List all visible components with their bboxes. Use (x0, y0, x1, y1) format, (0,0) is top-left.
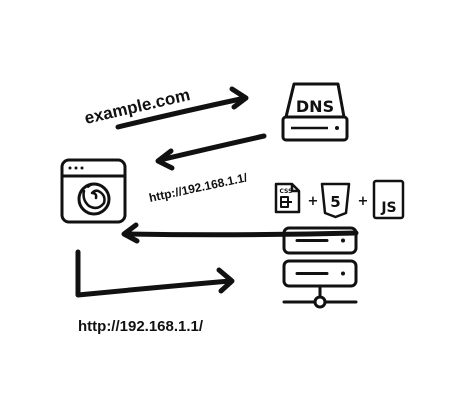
arrow-to-server-head (216, 267, 235, 294)
server-icon (282, 226, 358, 309)
js-icon-label: JS (380, 200, 396, 216)
plus-sign: + (308, 194, 319, 209)
plus-sign: + (358, 194, 369, 209)
html5-icon: 5 (320, 182, 351, 219)
dns-server-icon: DNS (281, 82, 349, 142)
dns-icon-label: DNS (296, 97, 334, 116)
arrow-to-server (75, 249, 233, 298)
arrow-from-dns (157, 133, 267, 163)
arrow-from-server-head (121, 222, 140, 244)
arrow-to-dns-head (229, 86, 249, 110)
css-file-icon: CSS (274, 182, 301, 214)
arrow-from-dns-head (155, 148, 175, 171)
html5-icon-label: 5 (330, 193, 340, 211)
css-icon-label: CSS (280, 188, 293, 195)
firefox-browser-icon (60, 158, 127, 224)
arrow-from-server (122, 230, 359, 238)
dns-response-label: http://192.168.1.1/ (148, 170, 249, 205)
browser-request-label: http://192.168.1.1/ (78, 318, 204, 335)
js-file-icon: JS (372, 179, 405, 220)
arrow-to-dns (115, 95, 248, 130)
